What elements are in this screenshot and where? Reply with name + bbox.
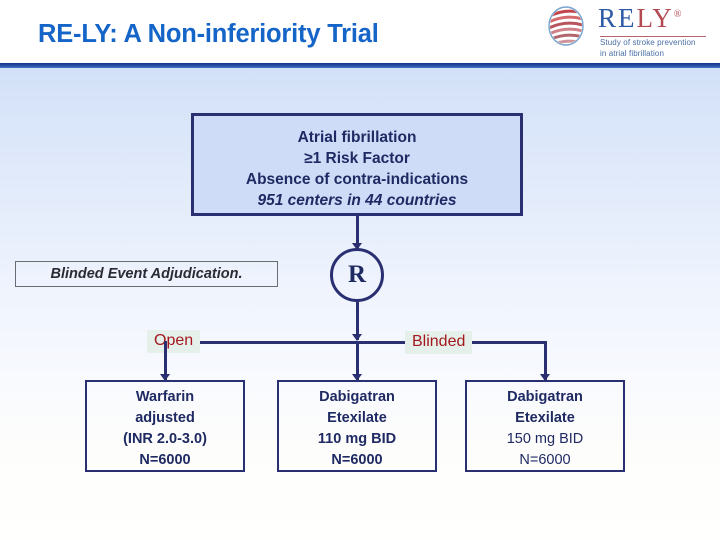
warfarin-line-1: Warfarin <box>135 389 195 405</box>
connector-split-bar-left <box>165 341 357 344</box>
treatment-arm-box-dabigatran-150: Dabigatran Etexilate 150 mg BID N=6000 <box>465 380 625 472</box>
rely-logo-mark <box>548 6 584 46</box>
blinded-event-adjudication-box: Blinded Event Adjudication. <box>15 261 278 287</box>
logo-word-re: RE <box>598 3 637 33</box>
dabigatran-150-line-1: Dabigatran <box>507 389 583 405</box>
branch-label-open: Open <box>147 330 201 353</box>
dabigatran-110-line-2: Etexilate <box>327 410 387 426</box>
randomization-circle: R <box>330 248 384 302</box>
dabigatran-110-line-3: 110 mg BID <box>317 431 397 447</box>
logo-tagline-line1: Study of stroke prevention <box>600 38 696 47</box>
connector-drop-warfarin <box>164 341 167 380</box>
eligibility-line-2: ≥1 Risk Factor <box>304 150 410 167</box>
dabigatran-150-line-2: Etexilate <box>515 410 575 426</box>
treatment-arm-box-warfarin: Warfarin adjusted (INR 2.0-3.0) N=6000 <box>85 380 245 472</box>
arrowhead-split-center <box>352 334 362 341</box>
rely-logo: RELY® Study of stroke prevention in atri… <box>546 3 716 61</box>
dabigatran-150-line-3: 150 mg BID <box>506 431 584 447</box>
treatment-arm-box-dabigatran-110: Dabigatran Etexilate 110 mg BID N=6000 <box>277 380 437 472</box>
logo-word-ly: LY <box>636 3 674 33</box>
logo-tagline-line2: in atrial fibrillation <box>600 48 665 58</box>
arrowhead-dabigatran-150 <box>540 374 550 381</box>
warfarin-line-3: (INR 2.0-3.0) <box>123 431 207 447</box>
dabigatran-150-line-4: N=6000 <box>519 452 571 468</box>
eligibility-line-1: Atrial fibrillation <box>297 129 417 146</box>
slide-header <box>0 0 720 63</box>
registered-icon: ® <box>673 9 684 20</box>
logo-underline <box>600 36 706 37</box>
eligibility-line-3: Absence of contra-indications <box>245 171 469 188</box>
dabigatran-110-line-1: Dabigatran <box>319 389 395 405</box>
connector-eligibility-to-randomization <box>356 216 359 248</box>
warfarin-line-2: adjusted <box>135 410 195 426</box>
branch-label-blinded: Blinded <box>405 331 473 354</box>
dabigatran-110-line-4: N=6000 <box>331 452 383 468</box>
warfarin-line-4: N=6000 <box>139 452 191 468</box>
rely-logo-wordmark: RELY® <box>598 3 683 34</box>
arrowhead-warfarin <box>160 374 170 381</box>
connector-drop-dabigatran-110 <box>356 341 359 380</box>
eligibility-line-4: 951 centers in 44 countries <box>257 192 457 209</box>
arrowhead-randomization <box>352 243 362 250</box>
connector-randomization-stem <box>356 302 359 340</box>
page-title: RE-LY: A Non-inferiority Trial <box>38 20 379 48</box>
rely-logo-tagline: Study of stroke prevention in atrial fib… <box>600 38 718 59</box>
header-divider <box>0 63 720 68</box>
connector-drop-dabigatran-150 <box>544 341 547 380</box>
eligibility-box: Atrial fibrillation ≥1 Risk Factor Absen… <box>191 113 523 216</box>
arrowhead-dabigatran-110 <box>352 374 362 381</box>
